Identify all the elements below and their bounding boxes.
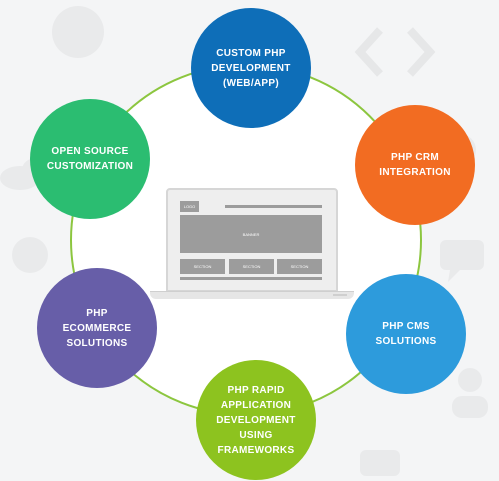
php-crm-integration-node: PHP CRM INTEGRATION <box>355 105 475 225</box>
wireframe-section: SECTION <box>277 259 322 274</box>
custom-php-development-node: CUSTOM PHP DEVELOPMENT (WEB/APP) <box>191 8 311 128</box>
laptop-base <box>150 291 354 299</box>
laptop-notch <box>333 294 347 296</box>
wireframe-nav-bar <box>225 205 322 208</box>
globe-icon <box>52 6 104 58</box>
chat-bubble-icon <box>440 240 484 282</box>
open-source-customization-node: OPEN SOURCE CUSTOMIZATION <box>30 99 150 219</box>
php-cms-solutions-node: PHP CMS SOLUTIONS <box>346 274 466 394</box>
wireframe-section: SECTION <box>180 259 225 274</box>
wireframe-section: SECTION <box>229 259 274 274</box>
code-brackets-icon <box>354 27 436 77</box>
user-icon <box>452 368 488 418</box>
chat-bubble-icon <box>360 450 400 476</box>
settings-icon <box>12 237 48 273</box>
wireframe-footer <box>180 277 322 280</box>
php-rapid-application-node: PHP RAPID APPLICATION DEVELOPMENT USING … <box>196 360 316 480</box>
website-wireframe: LOGO BANNER SECTION SECTION SECTION <box>177 198 327 282</box>
wireframe-banner: BANNER <box>180 215 322 253</box>
php-ecommerce-solutions-node: PHP ECOMMERCE SOLUTIONS <box>37 268 157 388</box>
wireframe-logo: LOGO <box>180 201 199 212</box>
